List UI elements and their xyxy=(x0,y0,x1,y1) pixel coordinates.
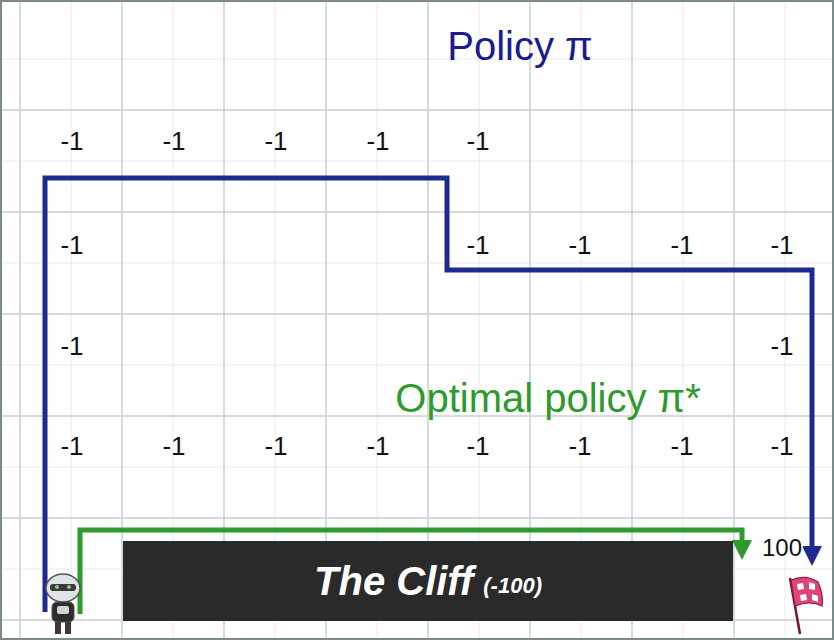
step-reward: -1 xyxy=(770,332,793,361)
step-reward: -1 xyxy=(60,231,83,260)
step-reward: -1 xyxy=(466,432,489,461)
step-reward: -1 xyxy=(366,432,389,461)
step-reward: -1 xyxy=(60,332,83,361)
step-reward: -1 xyxy=(568,432,591,461)
step-reward: -1 xyxy=(466,231,489,260)
robot-icon xyxy=(46,574,80,634)
step-reward: -1 xyxy=(264,127,287,156)
policy-title: Optimal policy π* xyxy=(395,376,700,420)
cliff-band: The Cliff (-100) xyxy=(123,541,733,621)
cliff-penalty: (-100) xyxy=(483,573,542,599)
step-reward: -1 xyxy=(60,127,83,156)
step-reward: -1 xyxy=(264,432,287,461)
step-reward: -1 xyxy=(162,432,185,461)
policy-title: Policy π xyxy=(447,24,592,68)
step-reward: -1 xyxy=(568,231,591,260)
step-reward: -1 xyxy=(770,231,793,260)
step-reward: -1 xyxy=(770,432,793,461)
step-reward: -1 xyxy=(466,127,489,156)
step-reward: -1 xyxy=(366,127,389,156)
step-reward: -1 xyxy=(670,231,693,260)
goal-reward: 100 xyxy=(761,535,803,561)
goal-flag xyxy=(790,577,823,634)
step-reward: -1 xyxy=(162,127,185,156)
step-reward: -1 xyxy=(60,432,83,461)
step-reward: -1 xyxy=(670,432,693,461)
cliff-name: The Cliff xyxy=(314,559,473,604)
